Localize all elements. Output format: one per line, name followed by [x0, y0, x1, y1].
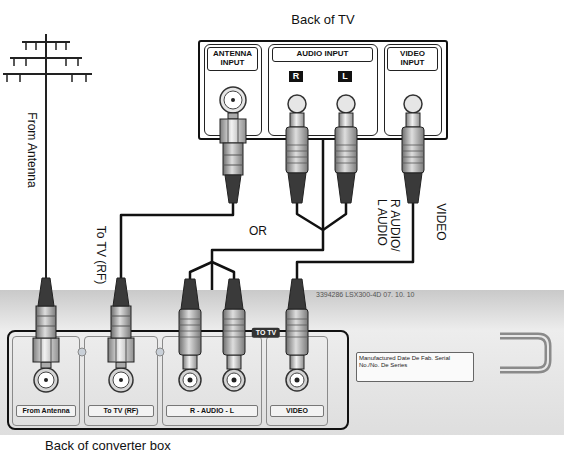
antenna-jack	[220, 87, 246, 113]
serial-text: Manufactured Date De Fab. Serial No./No.…	[359, 355, 471, 369]
input-section: AUDIO INPUT R L	[268, 44, 378, 136]
antenna-mast	[45, 34, 47, 280]
cable-label: From Antenna	[24, 112, 37, 187]
power-cord	[500, 336, 548, 370]
screw	[78, 348, 86, 356]
panel-heading: Back of TV	[198, 12, 448, 28]
rca-jack	[286, 369, 308, 391]
cable-label: VIDEO	[433, 203, 446, 240]
audio-plug	[335, 113, 357, 203]
serial-label: Manufactured Date De Fab. Serial No./No.…	[356, 352, 474, 382]
jack-name: R - AUDIO - L	[166, 405, 258, 417]
or-label: OR	[249, 225, 267, 238]
audio-plug	[223, 279, 245, 369]
input-name: VIDEO INPUT	[387, 47, 438, 71]
converter-back-panel: From Antenna To TV (RF) R - AUDIO - L VIDEO…	[0, 290, 564, 435]
video-plug	[286, 279, 308, 369]
panel-tab: TO TV	[252, 328, 280, 338]
cable-label: To TV (RF)	[93, 226, 106, 284]
rca-jack	[179, 369, 201, 391]
screw	[156, 348, 164, 356]
channel-mark: R	[289, 71, 303, 82]
cable-label: R AUDIO/ L AUDIO	[375, 199, 401, 257]
rca-jack	[288, 95, 422, 113]
rf-cable-plug	[108, 278, 134, 368]
audio-plug	[179, 279, 201, 369]
audio-cable-split	[297, 203, 323, 230]
audio-plug	[286, 113, 308, 203]
rf-cable-plug	[220, 113, 246, 203]
jack-section: R - AUDIO - L	[162, 336, 262, 426]
power-cord-highlight	[500, 336, 548, 370]
rca-jack	[223, 369, 245, 391]
channel-mark: L	[338, 71, 352, 82]
audio-cable-split	[323, 203, 346, 230]
audio-cable-split	[190, 262, 212, 280]
f-jack	[34, 368, 58, 392]
input-name: ANTENNA INPUT	[207, 47, 258, 71]
antenna-element-tips	[7, 42, 86, 82]
jack-name: VIDEO	[270, 405, 324, 417]
jack-name: From Antenna	[16, 405, 76, 417]
audio-cable-split	[212, 262, 234, 280]
antenna-cable-plug	[33, 278, 59, 368]
model-code: 3394286 LSX300-4D 07. 10. 10	[316, 291, 414, 299]
input-name: AUDIO INPUT	[272, 47, 373, 62]
f-jack	[109, 368, 133, 392]
jack-name: To TV (RF)	[88, 405, 154, 417]
video-plug	[402, 113, 424, 203]
antenna	[3, 34, 92, 280]
panel-heading: Back of converter box	[45, 438, 265, 454]
